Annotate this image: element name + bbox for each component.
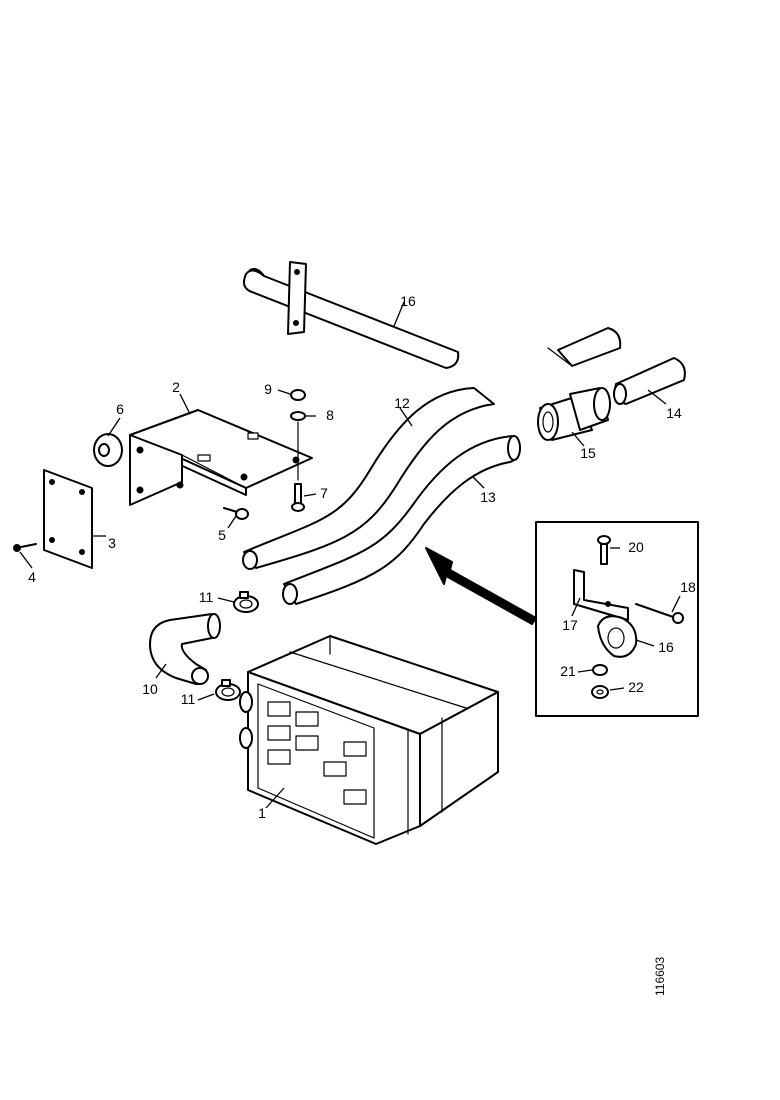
callout-11-lower: 11	[181, 691, 196, 707]
callout-7: 7	[320, 485, 328, 501]
leader-lines	[19, 301, 681, 809]
part-5-bolt	[223, 507, 249, 520]
callout-17: 17	[562, 617, 578, 633]
callout-13: 13	[480, 489, 496, 505]
part-22-nut	[591, 685, 609, 699]
part-3-cover-plate	[43, 469, 93, 569]
callout-16: 16	[400, 293, 416, 309]
part-7-8-9-fasteners	[290, 389, 306, 512]
part-16-pipe-with-plate	[243, 261, 460, 369]
callout-14: 14	[666, 405, 682, 421]
part-11-hose-clamp-upper	[233, 591, 259, 613]
callout-16-inset: 16	[658, 639, 674, 655]
callout-4: 4	[28, 569, 36, 585]
callout-11-upper: 11	[199, 589, 214, 605]
callout-1: 1	[258, 805, 266, 821]
part-14-hose	[547, 327, 686, 405]
drawing-reference-number: 116603	[653, 957, 667, 996]
callout-9: 9	[264, 381, 272, 397]
part-17-bracket	[573, 569, 629, 621]
callout-12: 12	[394, 395, 410, 411]
callout-18: 18	[680, 579, 696, 595]
callout-3: 3	[108, 535, 116, 551]
detail-pointer-arrow	[425, 547, 537, 625]
callout-labels: 1 2 3 4 5 6 7 8 9 10 11 11 12 13 14 15 1…	[28, 293, 696, 821]
part-18-screw	[635, 603, 684, 624]
callout-15: 15	[580, 445, 596, 461]
part-4-screw	[13, 543, 37, 552]
part-6-grommet	[93, 433, 123, 467]
callout-22: 22	[628, 679, 644, 695]
part-2-bracket	[129, 409, 313, 506]
callout-6: 6	[116, 401, 124, 417]
part-13-hose	[282, 435, 521, 605]
part-10-elbow-hose	[149, 613, 221, 685]
part-11-hose-clamp-lower	[215, 679, 241, 701]
callout-8: 8	[326, 407, 334, 423]
part-12-hose	[242, 387, 495, 570]
callout-20: 20	[628, 539, 644, 555]
callout-2: 2	[172, 379, 180, 395]
callout-10: 10	[142, 681, 158, 697]
callout-5: 5	[218, 527, 226, 543]
part-15-tee-fitting	[537, 387, 611, 441]
callout-21: 21	[560, 663, 576, 679]
part-21-washer	[592, 664, 608, 676]
part-1-heater-unit	[239, 635, 499, 845]
part-16-clamp	[597, 615, 638, 658]
part-20-bolt	[597, 535, 611, 565]
